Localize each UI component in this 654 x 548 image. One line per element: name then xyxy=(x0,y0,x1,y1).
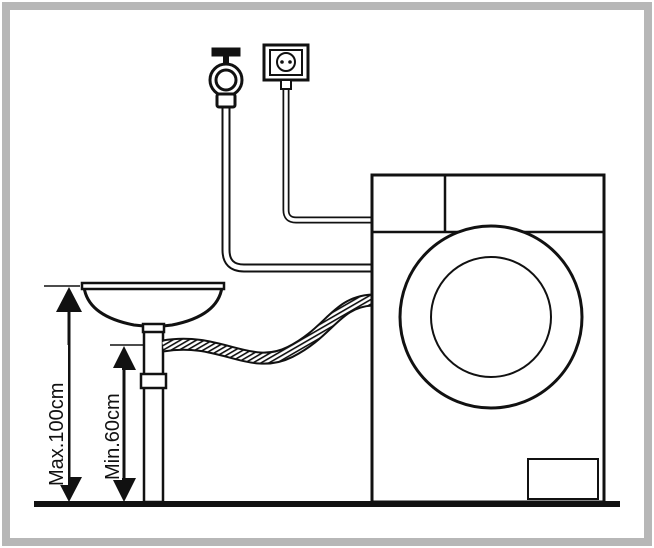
machine-door-glass xyxy=(430,256,552,378)
water-tap-icon xyxy=(208,47,244,109)
drain-pipe xyxy=(139,328,168,504)
max-height-dimension: Max.100cm xyxy=(44,285,82,502)
min-height-label: Min.60cm xyxy=(102,393,124,480)
sink-icon xyxy=(80,281,226,334)
max-height-label: Max.100cm xyxy=(46,383,68,486)
power-socket-icon xyxy=(262,43,310,90)
filter-cover xyxy=(527,458,599,500)
min-height-dimension: Min.60cm xyxy=(100,344,144,502)
floor-line xyxy=(34,501,620,507)
washing-machine-icon xyxy=(370,173,606,504)
